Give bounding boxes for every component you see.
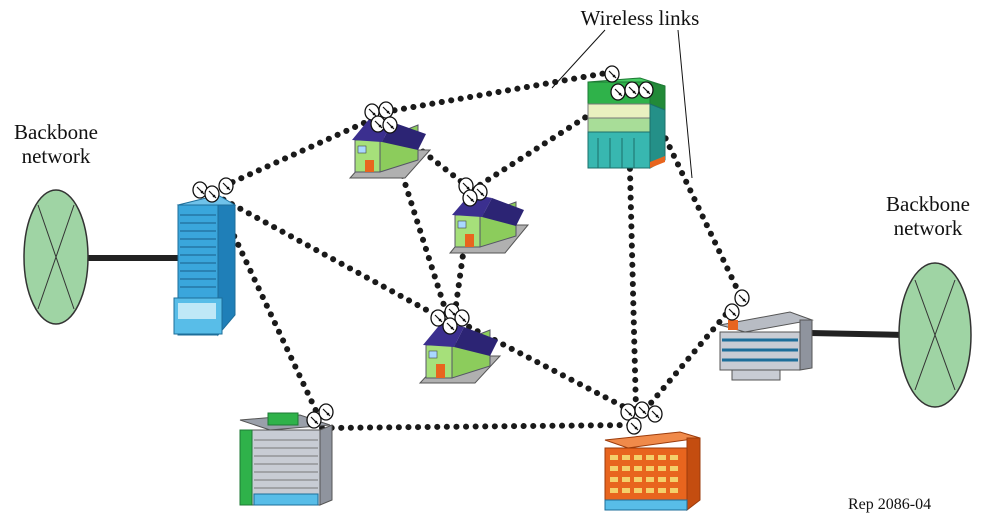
backbone-network-left (23, 189, 89, 325)
office-building-bottom (239, 403, 334, 506)
wireless-links-callout (551, 29, 693, 179)
reference-label: Rep 2086-04 (848, 496, 932, 513)
link-house-top-store (382, 69, 615, 115)
store-building (587, 65, 666, 169)
backbone-cable-right (809, 330, 906, 338)
link-tower-office-bottom (219, 207, 321, 418)
orange-building (604, 401, 701, 512)
link-house-top-house-bottom (385, 127, 451, 321)
link-tower-house-top (212, 115, 378, 193)
tower-building (173, 177, 237, 337)
house-bottom (418, 303, 502, 384)
backbone-network-right-label: Backbone network (886, 192, 970, 241)
house-top (348, 101, 432, 179)
house-middle (448, 177, 530, 254)
backbone-network-left-label: Backbone network (14, 120, 98, 169)
wireless-links-label: Wireless links (580, 6, 700, 30)
backbone-network-right (898, 262, 972, 408)
link-tower-house-bottom (212, 192, 448, 323)
link-office-bottom-orange (319, 422, 635, 431)
office-building-right (719, 289, 814, 381)
